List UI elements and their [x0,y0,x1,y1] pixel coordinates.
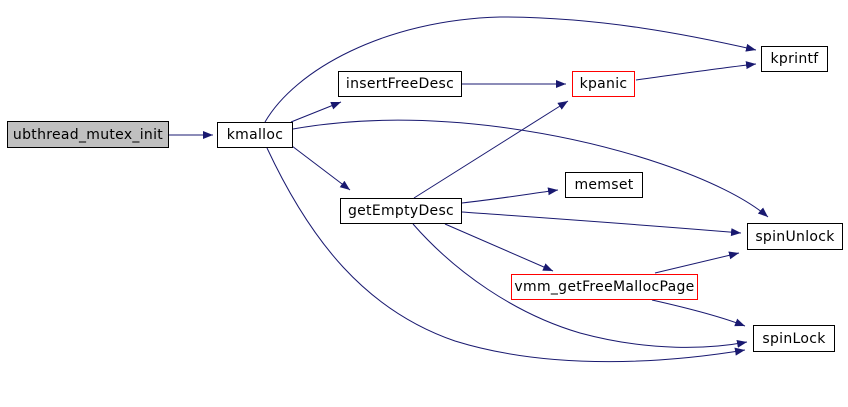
call-graph-edges [169,16,769,363]
node-label: getEmptyDesc [347,203,455,219]
edge-kmalloc-to-kprintf [264,16,757,123]
node-label: insertFreeDesc [345,76,455,92]
node-label: spinLock [762,330,826,347]
node-label: kprintf [770,51,819,67]
edge-vmm_getFreeMallocPage-to-spinLock [651,299,746,327]
node-label: kmalloc [226,127,284,143]
node-kprintf[interactable]: kprintf [761,46,828,72]
edge-vmm_getFreeMallocPage-to-spinUnlock [654,251,740,274]
edge-kmalloc-to-spinLock [266,147,746,363]
node-label: memset [574,177,634,193]
edge-getEmptyDesc-to-spinUnlock [461,211,742,237]
edge-kpanic-to-kprintf [635,61,757,81]
node-vmm_getFreeMallocPage[interactable]: vmm_getFreeMallocPage [511,274,698,300]
edge-getEmptyDesc-to-kpanic [413,100,569,199]
node-insertFreeDesc[interactable]: insertFreeDesc [338,71,462,97]
edge-kmalloc-to-spinUnlock [292,119,769,218]
edge-kmalloc-to-getEmptyDesc [291,145,351,191]
edge-getEmptyDesc-to-vmm_getFreeMallocPage [444,223,554,272]
edge-getEmptyDesc-to-memset [461,187,559,204]
node-kmalloc[interactable]: kmalloc [217,122,293,148]
node-label: kpanic [579,76,628,92]
node-memset[interactable]: memset [565,172,643,198]
node-getEmptyDesc[interactable]: getEmptyDesc [340,198,462,224]
node-label: ubthread_mutex_init [12,126,164,143]
node-kpanic[interactable]: kpanic [572,71,635,97]
node-spinLock[interactable]: spinLock [753,325,835,352]
node-spinUnlock[interactable]: spinUnlock [747,223,843,250]
node-label: vmm_getFreeMallocPage [514,279,695,295]
edge-kmalloc-to-insertFreeDesc [290,101,342,123]
node-ubthread_mutex_init: ubthread_mutex_init [7,121,169,148]
edge-getEmptyDesc-to-spinLock [412,223,748,348]
node-label: spinUnlock [755,228,835,245]
